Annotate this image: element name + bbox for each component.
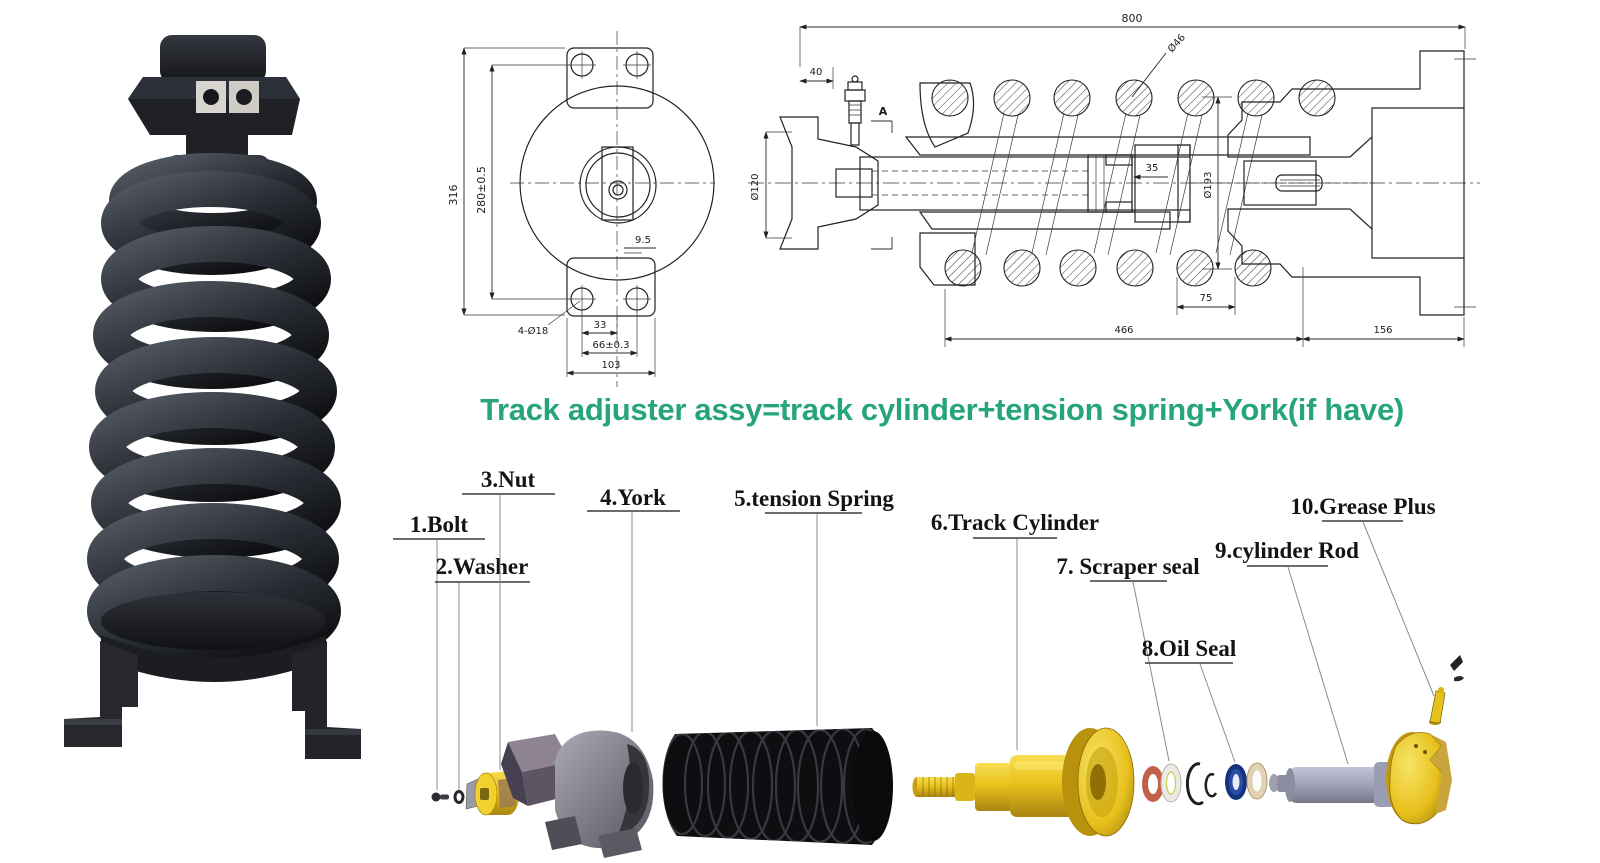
- part-end-flange: [1386, 732, 1452, 825]
- spring-seat-bottom: [919, 232, 976, 286]
- track-adjuster-photo: [64, 35, 361, 759]
- spring-wire-sections: [931, 79, 1336, 287]
- exploded-view: 1.Bolt 2.Washer 3.Nut 4.York 5.tension S…: [393, 467, 1464, 858]
- svg-text:4-Ø18: 4-Ø18: [518, 325, 549, 337]
- svg-text:Ø193: Ø193: [1202, 172, 1214, 199]
- label-washer: 2.Washer: [436, 554, 529, 579]
- label-york: 4.York: [600, 485, 666, 510]
- svg-text:800: 800: [1122, 12, 1143, 25]
- svg-text:75: 75: [1200, 293, 1213, 304]
- spring-seat-top: [919, 82, 975, 148]
- svg-text:Ø120: Ø120: [749, 174, 761, 201]
- label-cylinder-rod: 9.cylinder Rod: [1215, 538, 1359, 563]
- dim-120: Ø120: [749, 131, 792, 239]
- part-track-cylinder: [912, 727, 1135, 837]
- part-york: [501, 730, 654, 858]
- photo-coil-spring: [87, 153, 341, 667]
- center-slot: [601, 146, 634, 221]
- svg-text:466: 466: [1114, 325, 1133, 336]
- page-title: Track adjuster assy=track cylinder+tensi…: [480, 392, 1404, 427]
- dim-9-5: 9.5: [624, 235, 656, 254]
- grease-bolt-bit: [1450, 655, 1463, 671]
- label-scraper-seal: 7. Scraper seal: [1056, 554, 1199, 579]
- grease-valve: [844, 75, 866, 146]
- svg-text:A: A: [879, 105, 888, 118]
- dim-holes: 4-Ø18: [518, 325, 549, 337]
- dim-66: 66±0.3: [581, 340, 638, 356]
- part-cylinder-rod: [1269, 762, 1405, 807]
- rod-end-bushing: [1190, 160, 1375, 206]
- dim-280: 280±0.5: [475, 64, 570, 300]
- dim-156: 156: [1302, 325, 1465, 342]
- dim-316: 316: [447, 47, 565, 316]
- svg-text:9.5: 9.5: [635, 235, 651, 246]
- label-tension-spring: 5.tension Spring: [734, 486, 894, 511]
- cylinder-tube-section: [904, 136, 1311, 230]
- part-washer: [453, 790, 465, 804]
- bottom-bracket: [547, 257, 656, 326]
- piston-rod-section: [859, 156, 1136, 211]
- svg-text:66±0.3: 66±0.3: [592, 340, 629, 351]
- right-flange-section: [1227, 50, 1476, 316]
- part-scraper-seal-set: [1142, 762, 1218, 806]
- section-view-drawing: 800 40 A: [748, 12, 1480, 347]
- dim-466: 466: [944, 267, 1465, 347]
- svg-text:280±0.5: 280±0.5: [475, 166, 488, 214]
- dim-40: 40: [799, 67, 834, 89]
- front-view-drawing: 316 280±0.5 9.5 4-Ø18 33 66±0.3 103: [447, 31, 715, 387]
- svg-text:35: 35: [1146, 163, 1159, 174]
- label-track-cylinder: 6.Track Cylinder: [931, 510, 1099, 535]
- label-grease-plus: 10.Grease Plus: [1290, 494, 1435, 519]
- section-marker-A: A: [871, 105, 893, 250]
- part-oil-seal: [1225, 762, 1268, 800]
- dim-33: 33: [566, 311, 656, 377]
- snap-ring-small: [1204, 773, 1218, 798]
- snap-ring: [1185, 762, 1204, 806]
- svg-text:156: 156: [1373, 325, 1392, 336]
- part-bolt: [431, 792, 449, 802]
- photo-base: [64, 592, 361, 759]
- part-labels: 1.Bolt 2.Washer 3.Nut 4.York 5.tension S…: [393, 467, 1436, 791]
- body-circle: [519, 85, 715, 281]
- dim-text: 316: [447, 185, 460, 206]
- dim-75: 75: [1176, 277, 1236, 315]
- label-nut: 3.Nut: [481, 467, 536, 492]
- label-bolt: 1.Bolt: [410, 512, 468, 537]
- left-york-section: [779, 116, 879, 250]
- dim-800: 800: [799, 12, 1466, 67]
- part-tension-spring: [662, 728, 893, 845]
- label-oil-seal: 8.Oil Seal: [1142, 636, 1237, 661]
- svg-text:40: 40: [810, 67, 823, 78]
- svg-text:33: 33: [594, 320, 607, 331]
- svg-text:Ø46: Ø46: [1165, 32, 1188, 55]
- part-grease-fitting: [1429, 655, 1464, 725]
- coil-slant-lines: [971, 112, 1263, 256]
- svg-text:103: 103: [601, 360, 620, 371]
- top-bracket: [566, 47, 654, 109]
- piston-section: 35: [1087, 154, 1168, 213]
- dim-103: 103: [566, 360, 656, 376]
